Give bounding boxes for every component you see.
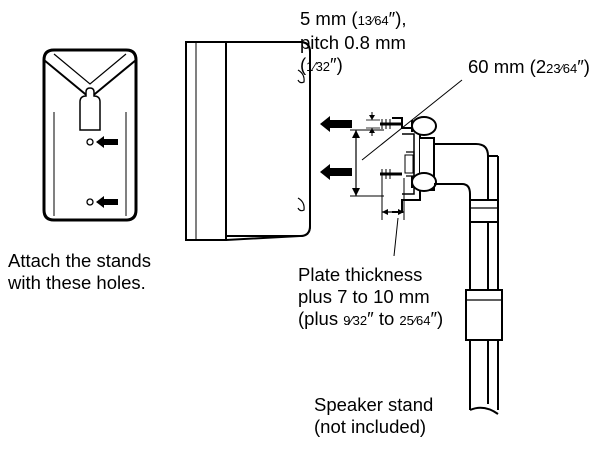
plate-line2: plus 7 to 10 mm [298, 286, 430, 307]
dimension-screw [366, 112, 380, 136]
arrow-left-icon [320, 164, 352, 180]
speaker-back-view [42, 48, 138, 222]
speaker-stand-label: Speaker stand (not included) [314, 394, 433, 438]
plate-close: ″) [430, 308, 444, 329]
speaker-stand [434, 143, 503, 415]
screw-pitch-line: pitch 0.8 mm [300, 32, 406, 53]
attach-instruction: Attach the stands with these holes. [8, 250, 151, 294]
plate-mid: ″ to [367, 308, 400, 329]
screw-size-line1: 5 mm (13⁄64″), [300, 8, 407, 32]
pitch-fraction: 1⁄32 [306, 59, 331, 74]
pitch-open: ( [300, 54, 307, 75]
attach-line1: Attach the stands [8, 250, 151, 271]
plate-line3: (plus 9⁄32″ to 25⁄64″) [298, 308, 443, 332]
wing-nut-icon [411, 172, 437, 192]
stand-length-text: 60 mm (2 [468, 56, 547, 77]
plate-fraction-2: 25⁄64 [399, 313, 431, 328]
wing-nut-icon [411, 116, 437, 136]
plate-line1: Plate thickness [298, 264, 423, 285]
dimension-plate [381, 178, 405, 257]
stand-length-line: 60 mm (223⁄64″) [468, 56, 590, 80]
screw-size-text: 5 mm ( [300, 8, 358, 29]
screw-size-label: 5 mm (13⁄64″), pitch 0.8 mm (1⁄32″) [300, 8, 407, 78]
speaker-side-view [185, 41, 311, 241]
arrow-left-icon [320, 116, 352, 132]
plate-fraction-1: 9⁄32 [343, 313, 368, 328]
stand-line2: (not included) [314, 416, 427, 437]
stand-length-label: 60 mm (223⁄64″) [468, 56, 590, 80]
stand-line1: Speaker stand [314, 394, 434, 415]
stand-length-fraction: 23⁄64 [546, 61, 578, 76]
plate-open: (plus [298, 308, 344, 329]
dimension-60mm [350, 79, 463, 197]
stand-length-close: ″) [577, 56, 590, 77]
arrow-left-icon [96, 136, 118, 148]
attach-line2: with these holes. [8, 272, 146, 293]
arrow-left-icon [96, 196, 118, 208]
screw-size-fraction: 13⁄64 [357, 13, 389, 28]
screw-icon [380, 119, 402, 129]
lower-hole [86, 198, 94, 206]
plate-thickness-label: Plate thickness plus 7 to 10 mm (plus 9⁄… [298, 264, 443, 332]
upper-hole [86, 138, 94, 146]
screw-size-text-end: ″), [388, 8, 407, 29]
screw-icon [380, 169, 402, 179]
pitch-close: ″) [330, 54, 343, 75]
screw-pitch-inch-line: (1⁄32″) [300, 54, 407, 78]
